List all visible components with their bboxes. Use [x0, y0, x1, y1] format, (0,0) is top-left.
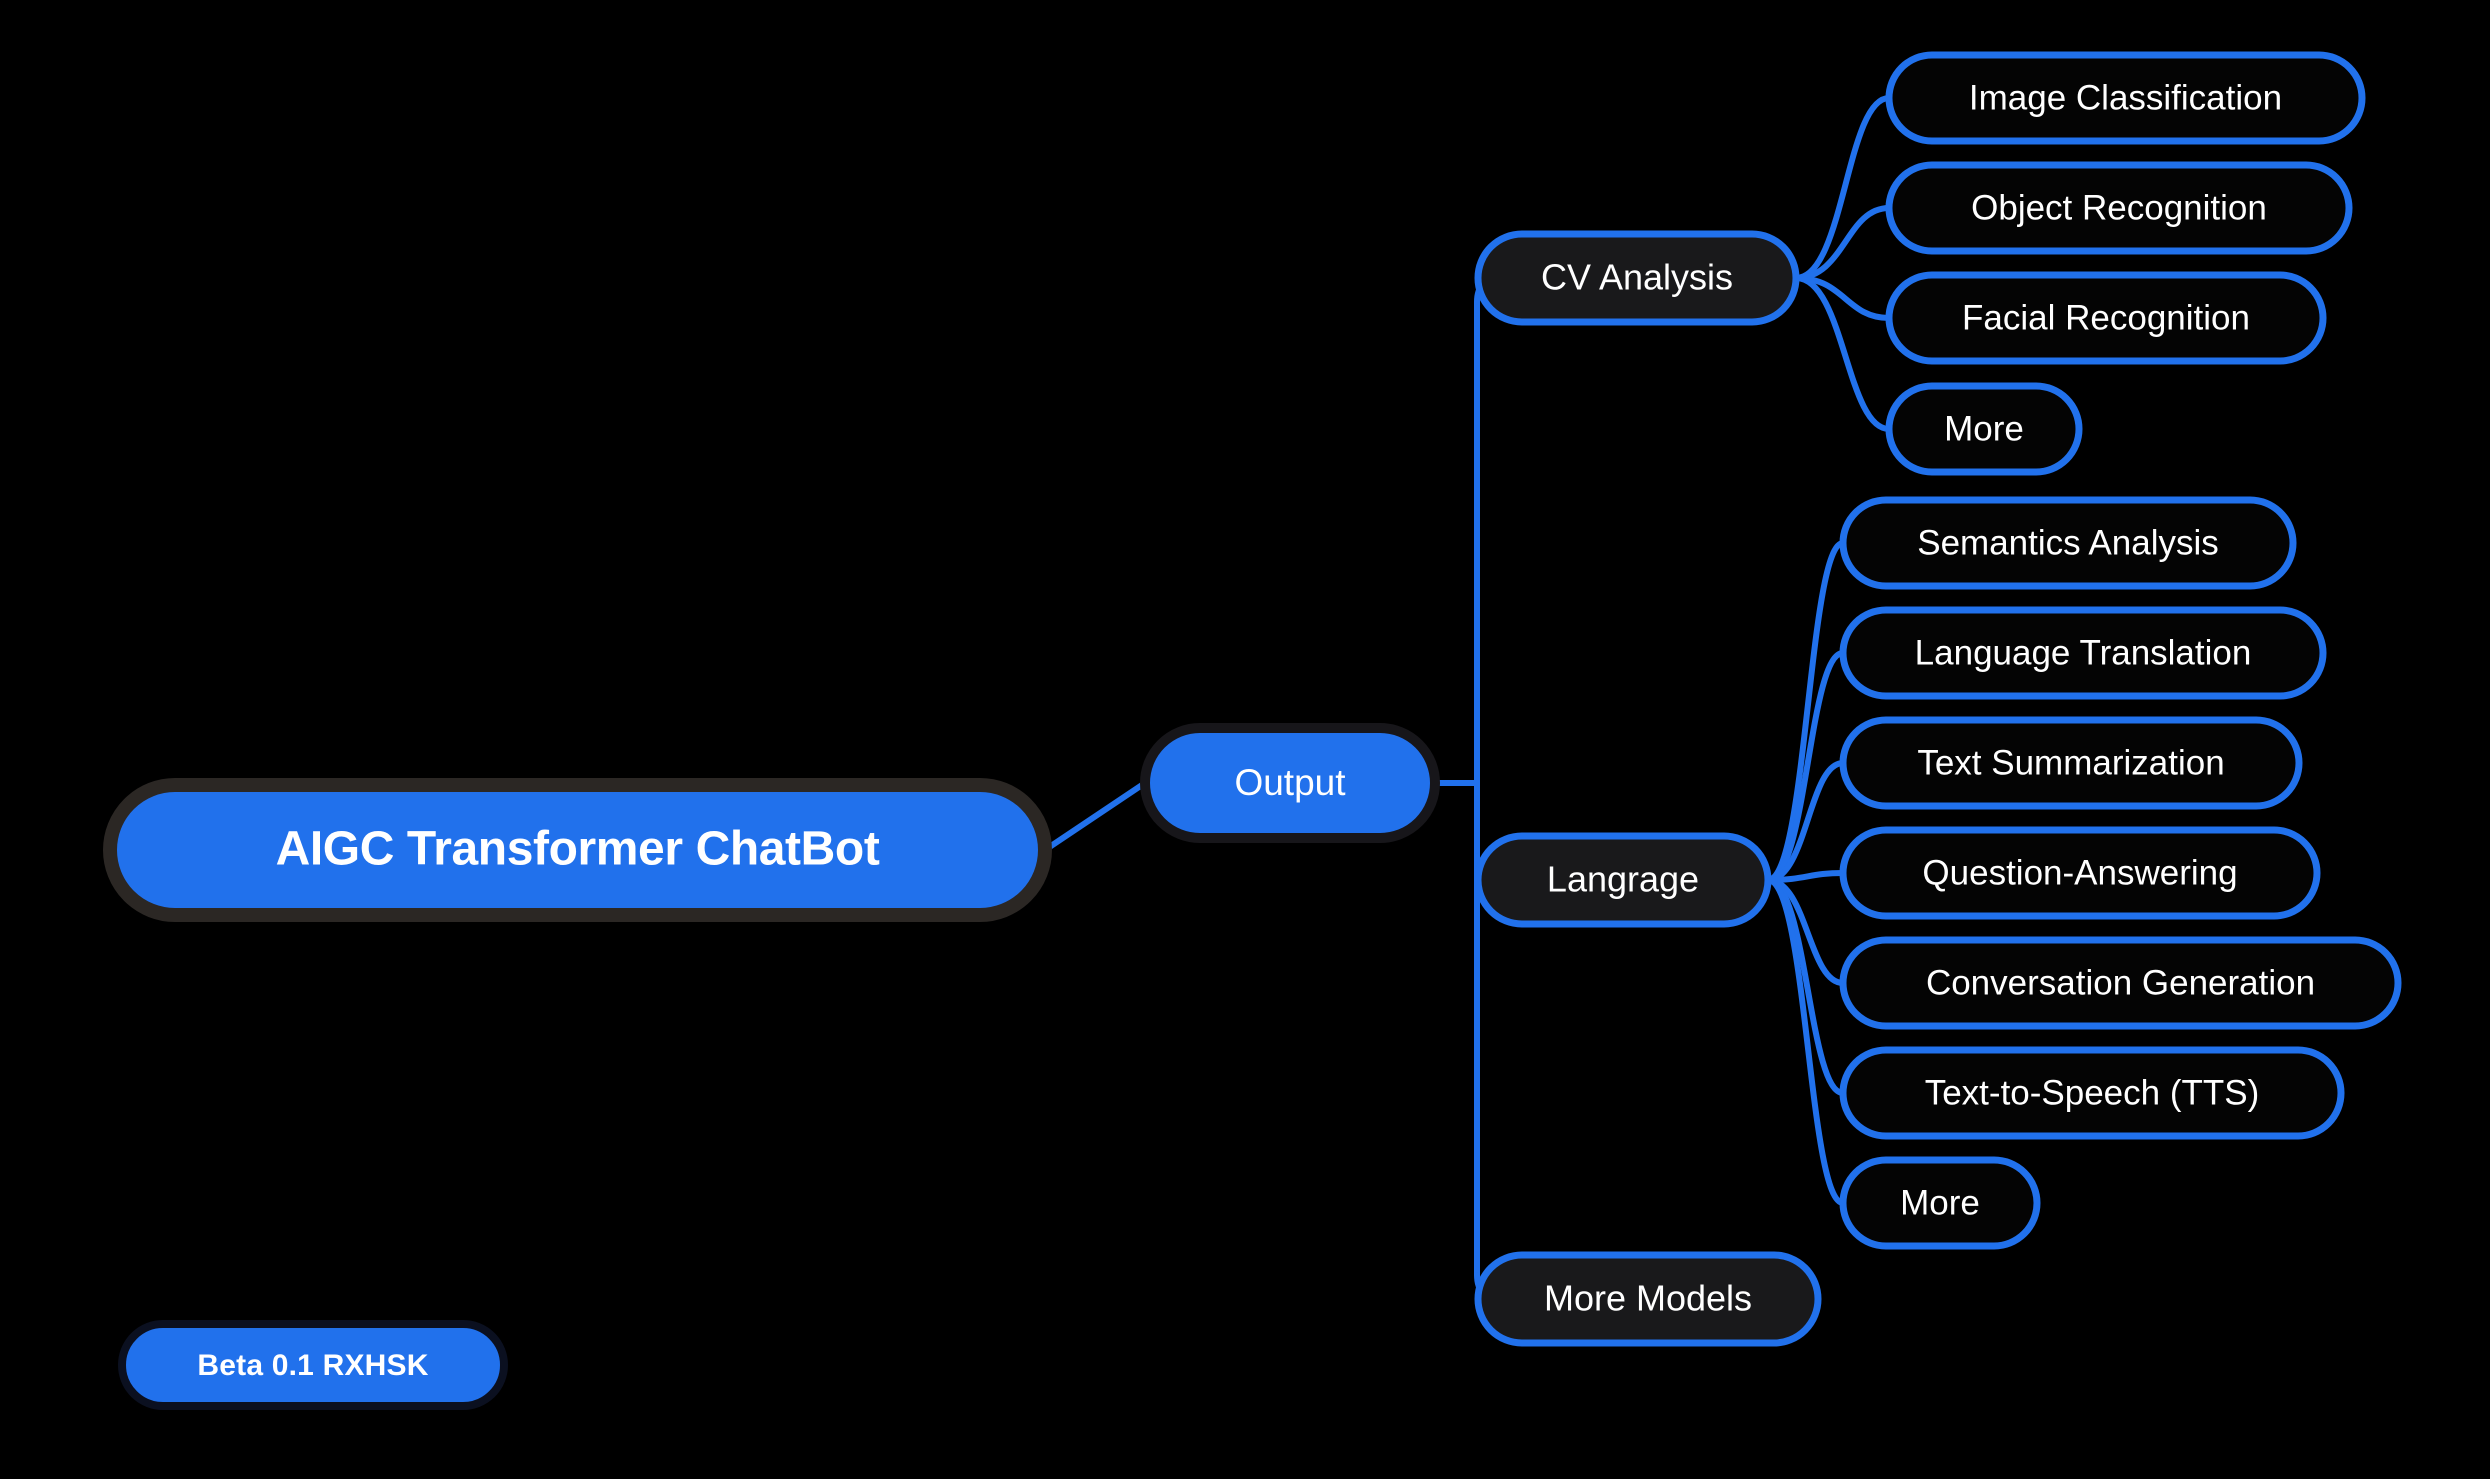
node-leaf-language-translation-label: Language Translation — [1915, 633, 2252, 672]
node-leaf-question-answering[interactable]: Question-Answering — [1839, 826, 2321, 920]
node-leaf-object-recognition-shape[interactable] — [1885, 161, 2353, 255]
node-leaf-semantics-analysis-shape[interactable] — [1839, 496, 2297, 590]
version-badge-shape[interactable] — [118, 1320, 508, 1410]
node-leaf-conversation-generation-shape[interactable] — [1839, 936, 2402, 1030]
node-leaf-language-translation[interactable]: Language Translation — [1839, 606, 2327, 700]
edge-langrage-to-leaf-6 — [1765, 877, 1846, 1206]
edge-cv-analysis-to-leaf-1 — [1793, 205, 1892, 281]
node-leaf-text-summarization[interactable]: Text Summarization — [1839, 716, 2303, 810]
node-leaf-image-classification-shape[interactable] — [1885, 51, 2366, 145]
node-leaf-facial-recognition-label: Facial Recognition — [1962, 298, 2250, 337]
node-leaf-text-to-speech-shape[interactable] — [1839, 1046, 2345, 1140]
edge-cv-analysis-to-leaf-3 — [1793, 275, 1892, 432]
node-leaf-facial-recognition-shape[interactable] — [1885, 271, 2327, 365]
node-leaf-conversation-generation[interactable]: Conversation Generation — [1839, 936, 2402, 1030]
node-leaf-lang-more-label: More — [1900, 1183, 1980, 1222]
node-output-shape[interactable] — [1140, 723, 1440, 843]
nodes-layer: AIGC Transformer ChatBot Output CV Analysi… — [103, 51, 2402, 1410]
edge-cv-analysis-to-leaf-0 — [1793, 95, 1892, 281]
edge-root-to-output — [1042, 780, 1148, 853]
node-leaf-language-translation-shape[interactable] — [1839, 606, 2327, 700]
edges-layer — [1042, 95, 1892, 1302]
node-branch-cv-analysis-label: CV Analysis — [1541, 257, 1733, 298]
node-branch-more-models-label: More Models — [1544, 1278, 1752, 1319]
node-root-aigc-transformer-chatbot-shape[interactable] — [103, 778, 1052, 922]
node-leaf-cv-more-shape[interactable] — [1885, 382, 2083, 476]
node-branch-cv-analysis[interactable]: CV Analysis — [1474, 230, 1800, 326]
node-leaf-image-classification-label: Image Classification — [1969, 78, 2282, 117]
node-output[interactable]: Output — [1140, 723, 1440, 843]
node-leaf-conversation-generation-label: Conversation Generation — [1926, 963, 2315, 1002]
node-leaf-cv-more[interactable]: More — [1885, 382, 2083, 476]
node-leaf-text-to-speech[interactable]: Text-to-Speech (TTS) — [1839, 1046, 2345, 1140]
edge-langrage-to-leaf-1 — [1765, 650, 1846, 883]
node-leaf-cv-more-label: More — [1944, 409, 2024, 448]
node-leaf-lang-more[interactable]: More — [1839, 1156, 2041, 1250]
node-leaf-text-to-speech-label: Text-to-Speech (TTS) — [1925, 1073, 2260, 1112]
node-leaf-question-answering-label: Question-Answering — [1922, 853, 2237, 892]
node-leaf-object-recognition-label: Object Recognition — [1971, 188, 2267, 227]
node-branch-more-models-shape[interactable] — [1474, 1251, 1822, 1347]
node-leaf-lang-more-shape[interactable] — [1839, 1156, 2041, 1250]
node-leaf-semantics-analysis[interactable]: Semantics Analysis — [1839, 496, 2297, 590]
node-output-label: Output — [1234, 762, 1346, 803]
node-leaf-semantics-analysis-label: Semantics Analysis — [1917, 523, 2219, 562]
node-branch-langrage-label: Langrage — [1547, 859, 1699, 900]
node-root-aigc-transformer-chatbot-label: AIGC Transformer ChatBot — [276, 823, 880, 876]
node-leaf-image-classification[interactable]: Image Classification — [1885, 51, 2366, 145]
version-badge[interactable]: Beta 0.1 RXHSK — [118, 1320, 508, 1410]
node-branch-cv-analysis-shape[interactable] — [1474, 230, 1800, 326]
node-leaf-object-recognition[interactable]: Object Recognition — [1885, 161, 2353, 255]
version-badge-label: Beta 0.1 RXHSK — [197, 1349, 428, 1382]
node-leaf-text-summarization-label: Text Summarization — [1917, 743, 2224, 782]
node-root-aigc-transformer-chatbot[interactable]: AIGC Transformer ChatBot — [103, 778, 1052, 922]
node-leaf-question-answering-shape[interactable] — [1839, 826, 2321, 920]
edge-langrage-to-leaf-2 — [1765, 760, 1846, 883]
node-branch-langrage-shape[interactable] — [1474, 832, 1772, 928]
node-branch-more-models[interactable]: More Models — [1474, 1251, 1822, 1347]
node-leaf-facial-recognition[interactable]: Facial Recognition — [1885, 271, 2327, 365]
node-branch-langrage[interactable]: Langrage — [1474, 832, 1772, 928]
node-leaf-text-summarization-shape[interactable] — [1839, 716, 2303, 810]
